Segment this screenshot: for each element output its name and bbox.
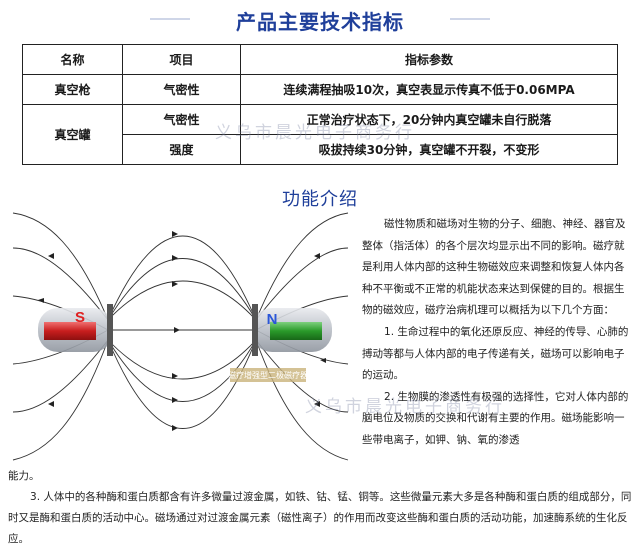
cell-item: 强度 [122, 134, 241, 165]
table-header-row: 名称 项目 指标参数 [22, 44, 618, 75]
point-1: 1. 生命过程中的氧化还原反应、神经的传导、心肺的搏动等都与人体内部的电子传递有… [362, 325, 629, 382]
watermark: 义乌市晨光电子商务行 [215, 123, 415, 143]
s-pole-label: S [75, 309, 85, 326]
point-3: 3. 人体中的各种酶和蛋白质都含有许多微量过渡金属，如铁、钴、锰、铜等。这些微量… [8, 491, 632, 545]
product-label-bg [230, 368, 306, 382]
table-row: 强度 吸拔持续30分钟，真空罐不开裂，不变形 [23, 134, 618, 165]
cell-value: 正常治疗状态下，20分钟内真空罐未自行脱落 [240, 104, 618, 135]
product-label: 磁疗增强型二极磁疗器 [228, 370, 308, 380]
point-2: 2. 生物膜的渗透性有极强的选择性，它对人体内部的脑电位及物质的交换和代谢有主要… [362, 390, 629, 446]
cell-value: 吸拔持续30分钟，真空罐不开裂，不变形 [240, 134, 618, 165]
cell-value: 连续满程抽吸10次，真空表显示传真不低于0.06MPA [240, 74, 618, 105]
table-row: 真空罐 气密性 正常治疗状态下，20分钟内真空罐未自行脱落 [22, 104, 618, 165]
n-pole-magnet [252, 304, 332, 356]
column-header-value: 指标参数 [240, 44, 618, 75]
cell-item: 气密性 [122, 104, 241, 135]
spec-table: 名称 项目 指标参数 真空枪 气密性 连续满程抽吸10次，真空表显示传真不低于0… [22, 44, 618, 165]
description-right: 磁性物质和磁场对生物的分子、细胞、神经、器官及整体（指活体）的各个层次均显示出不… [362, 214, 632, 452]
n-pole-label: N [267, 311, 278, 328]
watermark: 义乌市晨光电子商务行 [305, 397, 505, 417]
column-header-name: 名称 [22, 44, 123, 75]
title-decoration-right [450, 18, 490, 20]
cell-name: 真空罐 [22, 104, 123, 165]
s-pole-magnet [38, 304, 113, 356]
page-title: 产品主要技术指标 [236, 10, 404, 34]
table-row: 真空枪 气密性 连续满程抽吸10次，真空表显示传真不低于0.06MPA [22, 74, 618, 105]
field-arrows [38, 231, 326, 431]
cell-item: 气密性 [122, 74, 241, 105]
intro-paragraph: 磁性物质和磁场对生物的分子、细胞、神经、器官及整体（指活体）的各个层次均显示出不… [362, 218, 626, 317]
title-decoration-left [150, 18, 190, 20]
description-bottom: 能力。 3. 人体中的各种酶和蛋白质都含有许多微量过渡金属，如铁、钴、锰、铜等。… [8, 466, 634, 550]
point-2-continued: 能力。 [8, 470, 40, 482]
column-header-item: 项目 [122, 44, 241, 75]
section-title: 功能介绍 [282, 189, 358, 210]
cell-name: 真空枪 [22, 74, 123, 105]
magnetic-field-diagram: S N 磁疗增强型二极磁疗器 [12, 212, 349, 461]
